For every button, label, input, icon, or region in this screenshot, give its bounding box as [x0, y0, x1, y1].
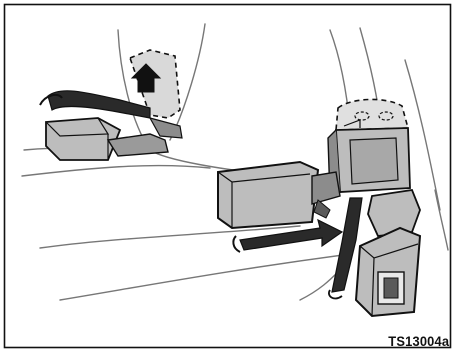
reference-code-label: TS13004a: [388, 333, 449, 349]
right-lower-tongue: [356, 190, 420, 316]
left-buckle: [46, 118, 182, 160]
right-buckle-receptacle: [328, 99, 410, 198]
center-tongue-plate: [218, 162, 340, 228]
left-belt-webbing: [48, 91, 150, 118]
